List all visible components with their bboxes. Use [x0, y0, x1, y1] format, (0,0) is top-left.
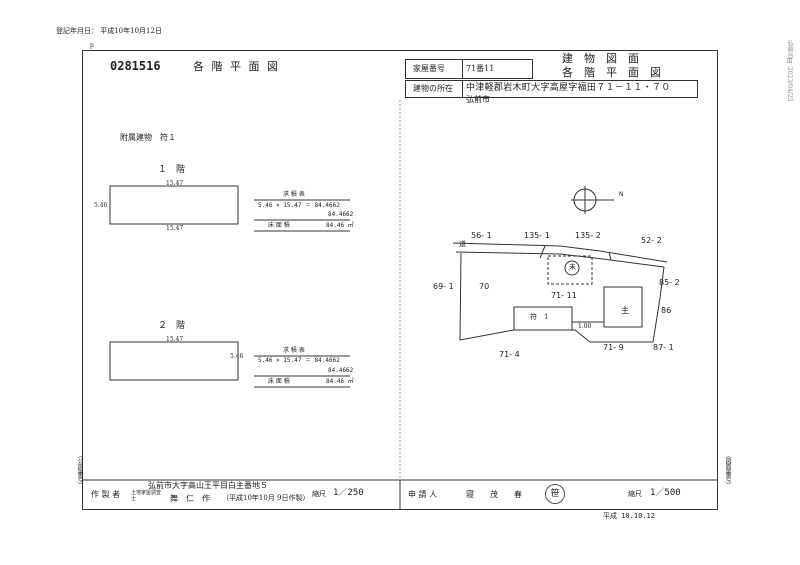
lot-52-2: 52- 2 — [641, 236, 662, 245]
scale-left-label: 縮尺 — [312, 490, 326, 498]
site-left-boundary — [459, 252, 462, 341]
registration-date: 登記年月日： 平成10年10月12日 — [56, 27, 162, 35]
floor1-calc-title: 求 積 表 — [283, 191, 305, 198]
floor2-dim-side: 5.46 — [230, 353, 244, 360]
author-address: 弘前市大字高山王平目白主番地５ — [148, 481, 268, 490]
lot-87-1: 87- 1 — [653, 343, 674, 352]
lot-56-1: 56- 1 — [471, 231, 492, 240]
road-edge-top — [452, 242, 668, 263]
lot-70: 70 — [479, 282, 490, 291]
floor1-area-value: 84.46 ㎡ — [326, 222, 354, 229]
floor-plan-title-right: 各 階 平 面 図 — [562, 66, 661, 79]
floor2-label: ２ 階 — [158, 321, 186, 331]
main-building-outline — [603, 286, 643, 328]
road-label: 道 — [459, 240, 466, 248]
floor1-dim-top: 15.47 — [166, 180, 184, 187]
floor1-calc-formula: 5.46 × 15.47 ＝ 84.4662 — [258, 202, 340, 209]
lot-135-2: 135- 2 — [575, 231, 601, 240]
annex-building-label: 符 1 — [530, 313, 549, 321]
floor1-dim-bottom: 15.47 — [166, 225, 184, 232]
house-number-divider — [462, 60, 463, 78]
author-name: 舞 仁 作 — [170, 494, 210, 503]
house-number-value: 71番11 — [466, 64, 495, 73]
registered-building-circle — [564, 260, 580, 276]
scale-right-value: 1／500 — [650, 488, 681, 498]
author-label: 作 製 者 — [91, 490, 121, 499]
applicant-name: 寝 茂 春 — [466, 490, 522, 499]
floor-plan-title: 各 階 平 面 図 — [193, 60, 280, 73]
lot-71-4: 71- 4 — [499, 350, 520, 359]
existing-building-outline — [547, 255, 593, 285]
site-bottom-boundary — [459, 329, 653, 343]
road-edge-bottom — [455, 251, 665, 268]
location-box — [405, 80, 698, 98]
scale-right-label: 縮尺 — [628, 490, 642, 498]
bottom-date: 平成 10.10.12 — [603, 512, 655, 520]
lot-71-9: 71- 9 — [603, 343, 624, 352]
lot-boundary-b — [608, 251, 612, 261]
distance-label: 1.00 — [578, 323, 592, 330]
floor2-area-value: 84.46 ㎡ — [326, 378, 354, 385]
building-plan-title: 建 物 図 面 — [562, 52, 639, 65]
lot-boundary-a — [539, 245, 546, 259]
site-right-boundary — [652, 266, 665, 343]
floor1-calc-sum: 84.4662 — [328, 211, 354, 218]
floor1-label: １ 階 — [158, 165, 186, 175]
annex-label: 附属建物 符１ — [120, 133, 176, 142]
scale-left-value: 1／250 — [333, 488, 364, 498]
right-margin-note: （図面番号） — [724, 452, 731, 488]
floor2-outline — [109, 341, 239, 381]
author-date: （平成10年10月 9日作製） — [222, 494, 310, 502]
location-value: 中津軽郡岩木町大字高屋字福田７１－１１・７０ — [466, 83, 671, 93]
house-number-label: 家屋番号 — [413, 64, 445, 73]
house-number-box — [405, 59, 533, 79]
doc-number: 0281516 — [110, 59, 161, 73]
annex-building-outline — [513, 306, 573, 331]
location-label: 建物の所在 — [413, 84, 453, 93]
author-title: 土地家屋調査士 — [131, 490, 162, 502]
small-mark: p — [90, 42, 94, 49]
north-label: N — [619, 191, 624, 198]
right-margin-text: 弘前台Ⅲ 2023/04/25 — [786, 40, 793, 102]
floor2-area-label: 床 面 積 — [268, 378, 290, 385]
applicant-seal: 笹 — [545, 484, 565, 504]
floor2-calc-title: 求 積 表 — [283, 347, 305, 354]
location-stamp: 弘前市 — [466, 95, 490, 104]
lot-69-1: 69- 1 — [433, 282, 454, 291]
location-divider — [462, 81, 463, 97]
floor1-area-label: 床 面 積 — [268, 222, 290, 229]
main-building-label: 主 — [621, 306, 629, 315]
floor2-calc-formula: 5.46 × 15.47 ＝ 84.4662 — [258, 357, 340, 364]
registered-building-symbol: 未 — [569, 263, 576, 271]
lot-85-2: 85- 2 — [659, 278, 680, 287]
floor1-outline — [109, 185, 239, 225]
left-margin-note: （公図番号） — [76, 452, 83, 488]
floor1-dim-side: 5.46 — [94, 202, 108, 209]
lot-135-1: 135- 1 — [524, 231, 550, 240]
lot-71-11: 71- 11 — [551, 291, 577, 300]
applicant-label: 申 請 人 — [408, 490, 438, 499]
lot-86: 86 — [661, 306, 672, 315]
floor2-calc-sum: 84.4662 — [328, 367, 354, 374]
floor2-dim-top: 15.47 — [166, 336, 184, 343]
